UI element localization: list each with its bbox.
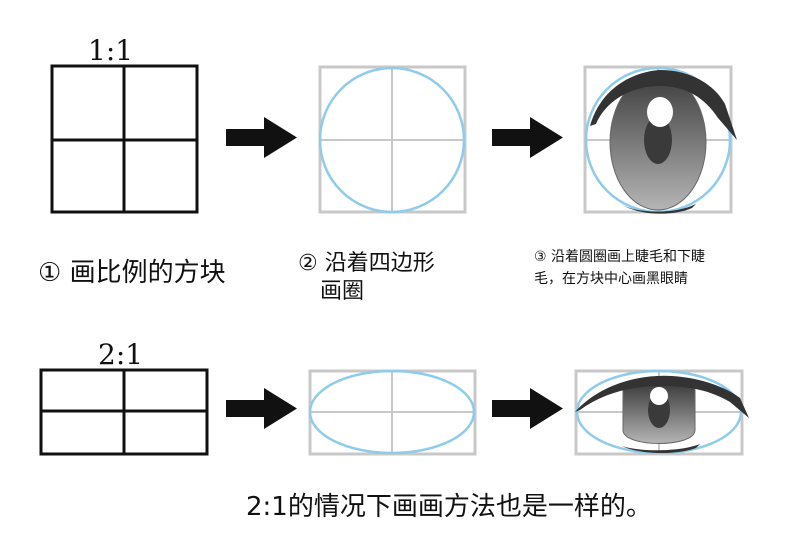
step-3-line-2: 毛，在方块中心画黑眼睛: [534, 271, 688, 287]
ratio-label-1-1: 1:1: [88, 34, 134, 67]
round-eye-drawing: [583, 65, 737, 214]
ratio-label-2-1: 2:1: [98, 338, 144, 371]
bottom-caption: 2:1的情况下画画方法也是一样的。: [246, 492, 652, 522]
arrow-right-icon: [226, 117, 297, 158]
step-3-line-1: ③ 沿着圆圈画上睫毛和下睫: [534, 249, 706, 265]
step-2-line-1: ② 沿着四边形: [298, 251, 435, 276]
rectangle-grid-2-1: [39, 368, 209, 456]
step-2-text: ② 沿着四边形 画圈: [298, 250, 435, 306]
rectangle-ellipse-guide: [308, 369, 477, 456]
step-2-line-2: 画圈: [320, 279, 365, 304]
square-circle-guide: [318, 65, 467, 214]
square-grid-1-1: [50, 64, 199, 214]
arrow-right-icon: [492, 388, 563, 429]
step-1-text: ① 画比例的方块: [38, 258, 226, 288]
wide-eye-drawing: [574, 369, 749, 456]
arrow-right-icon: [492, 117, 563, 158]
arrow-right-icon: [226, 388, 297, 429]
step-3-text: ③ 沿着圆圈画上睫毛和下睫 毛，在方块中心画黑眼睛: [534, 246, 705, 290]
